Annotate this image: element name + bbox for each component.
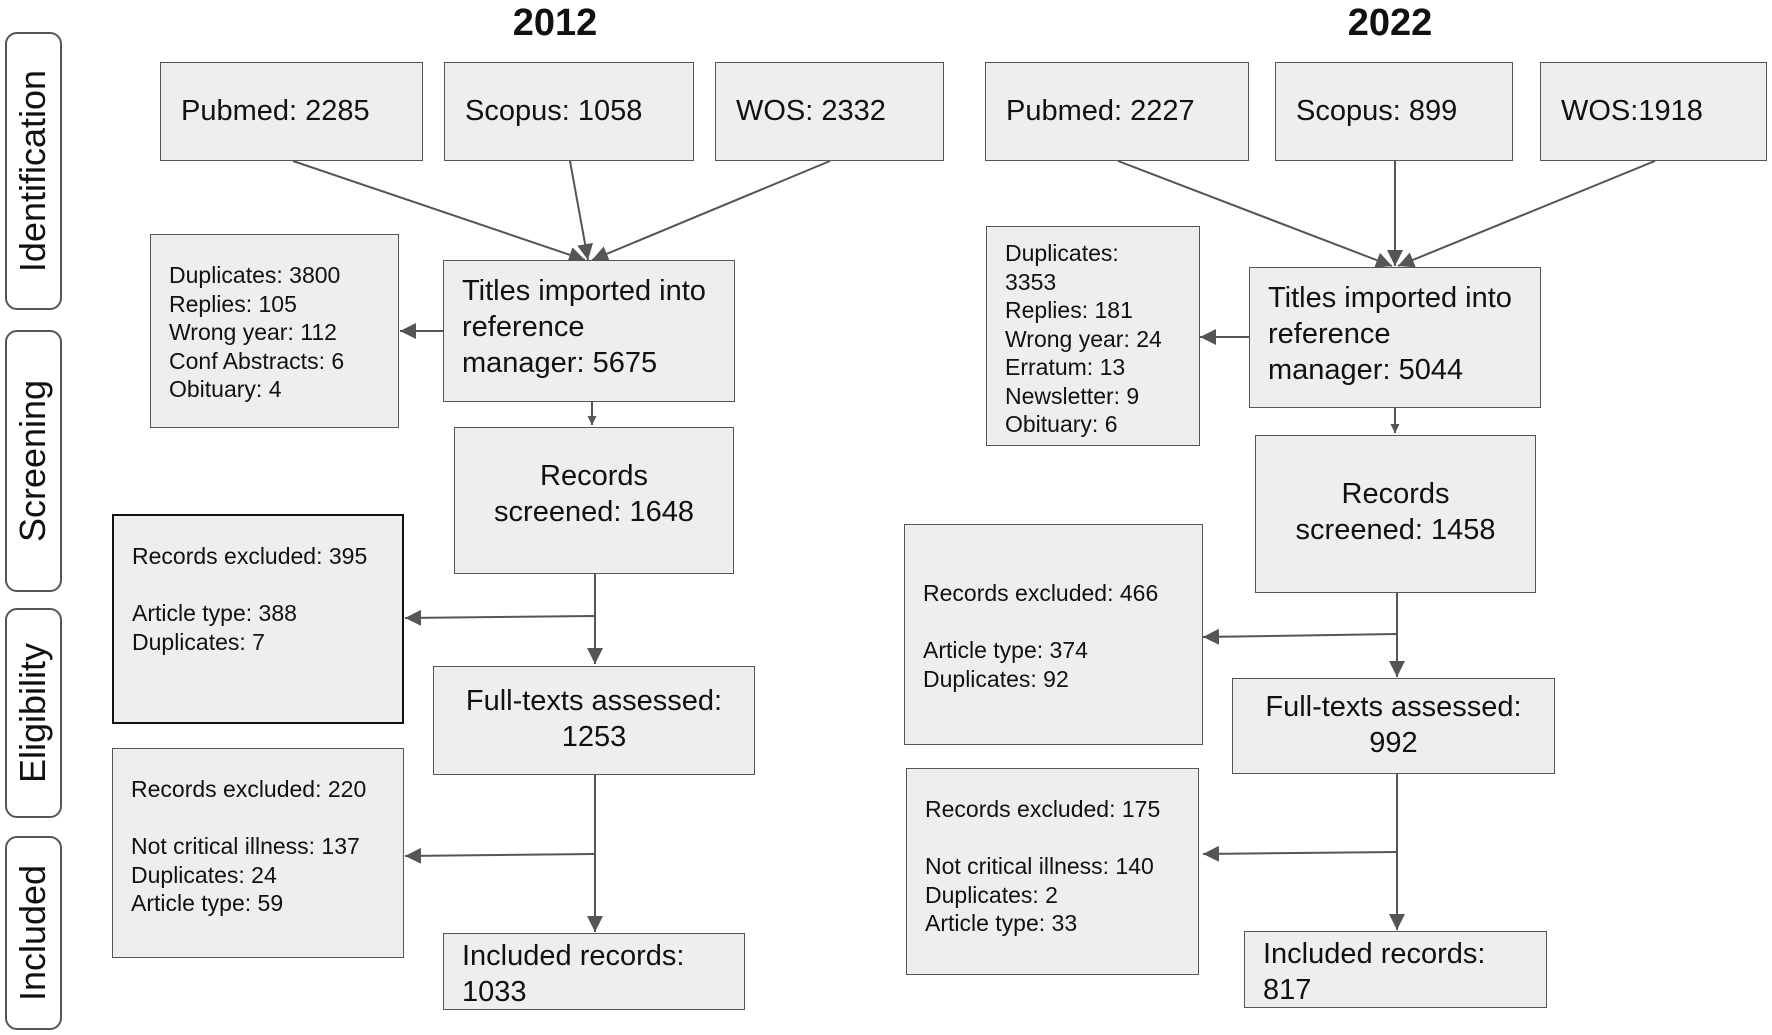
source-pubmed-2012: Pubmed: 2285 [160, 62, 423, 161]
stage-screening: Screening [5, 330, 62, 592]
source-wos-2012: WOS: 2332 [715, 62, 944, 161]
source-wos-2022: WOS:1918 [1540, 62, 1767, 161]
arrow-to-excluded1-2022 [1202, 628, 1398, 645]
arrow-to-excluded1-2012 [404, 609, 596, 626]
arrow-to-excluded2-2022 [1202, 845, 1398, 862]
stage-eligibility: Eligibility [5, 608, 62, 818]
source-scopus-2022: Scopus: 899 [1275, 62, 1513, 161]
included-records-box-2022: Included records:817 [1244, 931, 1547, 1008]
stage-identification: Identification [5, 32, 62, 310]
year-heading-2022: 2022 [1347, 2, 1433, 44]
stage-included: Included [5, 836, 62, 1030]
source-pubmed-2022: Pubmed: 2227 [985, 62, 1249, 161]
arrow-to-excluded2-2012 [404, 847, 596, 864]
included-records-box-2012: Included records:1033 [443, 933, 745, 1010]
full-texts-box-2012: Full-texts assessed:1253 [433, 666, 755, 775]
full-texts-box-2022: Full-texts assessed:992 [1232, 678, 1555, 774]
arrow-scopus-to-import-2012 [569, 160, 594, 261]
year-heading-2012: 2012 [512, 2, 598, 44]
arrow-pubmed-to-import-2012 [292, 160, 586, 263]
arrow-pubmed-to-import-2022 [1117, 160, 1393, 268]
arrow-wos-to-import-2022 [1397, 160, 1656, 268]
arrow-wos-to-import-2012 [591, 160, 831, 262]
source-scopus-2012: Scopus: 1058 [444, 62, 694, 161]
